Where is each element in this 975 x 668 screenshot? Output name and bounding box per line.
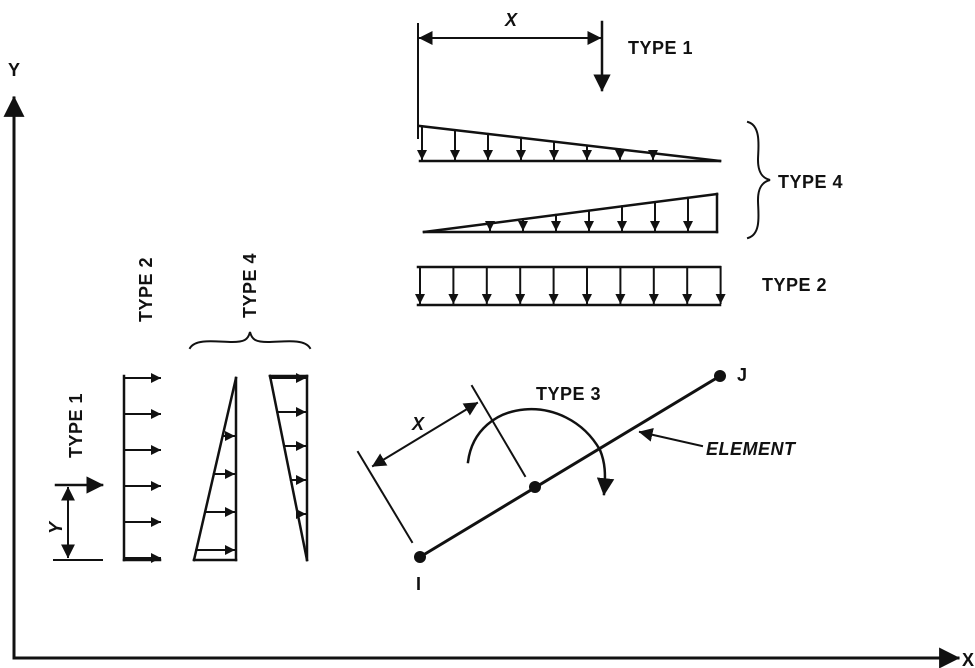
type4-label-right: TYPE 4 <box>778 172 843 192</box>
moment-point <box>529 481 541 493</box>
y-axis-label: Y <box>8 60 21 80</box>
node-i <box>414 551 426 563</box>
dimension-y-label: Y <box>46 520 66 534</box>
type4-left-brace <box>188 331 312 350</box>
type4-right-brace <box>746 120 771 240</box>
type1-label-top: TYPE 1 <box>628 38 693 58</box>
element-line <box>417 373 723 560</box>
horizontal-linear-load-decreasing <box>417 124 722 163</box>
element-pointer-arrow <box>638 427 704 448</box>
type3-label: TYPE 3 <box>536 384 601 404</box>
node-j <box>714 370 726 382</box>
dimension-x-label-top: X <box>504 10 518 30</box>
type1-label-vertical: TYPE 1 <box>66 393 86 458</box>
dimension-x-label-element: X <box>411 414 425 434</box>
type4-label-vertical: TYPE 4 <box>240 253 260 318</box>
vertical-linear-load-a <box>192 376 238 562</box>
node-i-label: I <box>416 574 422 594</box>
type2-label-right: TYPE 2 <box>762 275 827 295</box>
top-type1-point-load: X TYPE 1 <box>417 10 693 139</box>
node-j-label: J <box>737 365 748 385</box>
moment-arc <box>466 407 615 496</box>
horizontal-linear-load-increasing <box>422 192 719 234</box>
type2-label-vertical: TYPE 2 <box>136 257 156 322</box>
vertical-type1-point-load: Y <box>46 476 104 561</box>
vertical-uniform-load <box>122 373 162 563</box>
horizontal-uniform-load <box>415 265 726 307</box>
dimension-x-arrow-element <box>371 401 479 468</box>
element-label: ELEMENT <box>706 439 797 459</box>
x-axis-label: X <box>962 650 975 668</box>
coordinate-axes: Y X <box>3 60 975 668</box>
element-with-moment: I J X TYPE 3 ELEMENT <box>356 365 797 594</box>
vertical-linear-load-b <box>268 373 309 562</box>
